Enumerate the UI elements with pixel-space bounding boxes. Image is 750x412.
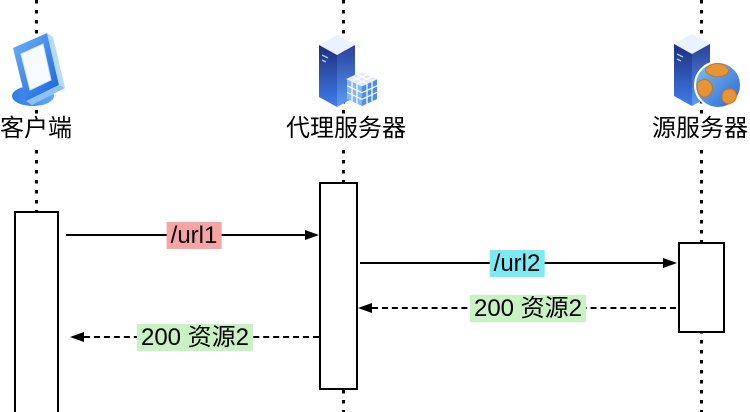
actor-label-client: 客户端 (0, 114, 74, 144)
actor-label-proxy: 代理服务器 (284, 114, 408, 144)
arrowhead-left-icon (70, 332, 84, 342)
message-label-response-proxy: 200 资源2 (136, 324, 254, 351)
computer-icon (12, 33, 65, 106)
message-label-url1: /url1 (166, 222, 222, 249)
message-label-response-origin: 200 资源2 (469, 295, 587, 322)
arrowhead-left-icon (358, 303, 372, 313)
client-lifeline (35, 0, 38, 412)
origin-activation-bar (678, 242, 725, 333)
server-cube-icon (319, 35, 379, 107)
message-label-url2: /url2 (489, 250, 545, 277)
origin-lifeline (700, 0, 703, 412)
proxy-activation-bar (319, 182, 358, 390)
client-activation-bar (14, 211, 59, 412)
actor-label-origin: 源服务器 (650, 114, 750, 144)
arrowhead-right-icon (305, 230, 319, 240)
arrowhead-right-icon (663, 258, 677, 268)
server-globe-icon (674, 34, 742, 109)
